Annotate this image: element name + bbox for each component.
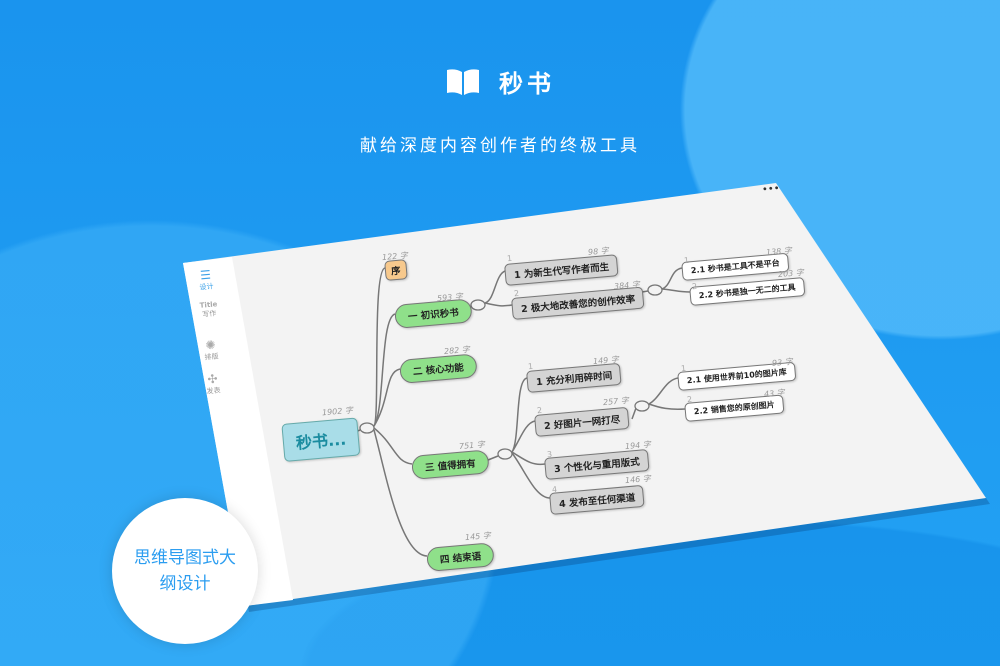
- word-count: 593 字: [436, 291, 464, 304]
- hero-header: 秒书 献给深度内容创作者的终极工具: [0, 64, 1000, 156]
- node-index: 1: [527, 361, 534, 372]
- node-index: 3: [546, 449, 553, 460]
- collapse-toggle[interactable]: [359, 422, 375, 434]
- tagline: 献给深度内容创作者的终极工具: [360, 136, 640, 156]
- node-index: 2: [691, 281, 698, 292]
- feature-badge-text: 思维导图式大纲设计: [134, 548, 236, 594]
- collapse-toggle[interactable]: [647, 284, 663, 296]
- word-count: 384 字: [613, 279, 641, 292]
- node-index: 1: [683, 255, 690, 266]
- word-count: 149 字: [592, 354, 620, 367]
- collapse-toggle[interactable]: [634, 400, 650, 412]
- word-count: 257 字: [602, 395, 630, 408]
- word-count: 93 字: [771, 357, 794, 368]
- word-count: 282 字: [443, 344, 471, 357]
- node-index: 4: [551, 484, 558, 495]
- word-count: 146 字: [624, 473, 652, 486]
- collapse-toggle[interactable]: [470, 299, 486, 311]
- collapse-toggle[interactable]: [497, 448, 513, 460]
- book-logo-icon: [447, 68, 479, 95]
- node-index: 2: [686, 394, 693, 405]
- word-count: 145 字: [464, 530, 492, 543]
- word-count: 138 字: [765, 245, 793, 258]
- root-node[interactable]: 秒书...: [281, 417, 361, 462]
- brand: 秒书: [0, 64, 1000, 99]
- word-count: 751 字: [458, 439, 486, 452]
- node-index: 1: [680, 363, 687, 374]
- word-count: 194 字: [624, 439, 652, 452]
- node-index: 1: [506, 253, 513, 264]
- app-name: 秒书: [499, 70, 555, 98]
- node-index: 2: [513, 288, 520, 299]
- feature-badge: 思维导图式大纲设计: [112, 498, 258, 644]
- word-count: 43 字: [763, 388, 786, 399]
- node-index: 2: [536, 405, 543, 416]
- word-count: 203 字: [777, 267, 805, 280]
- word-count: 98 字: [587, 246, 610, 257]
- word-count: 122 字: [381, 250, 409, 263]
